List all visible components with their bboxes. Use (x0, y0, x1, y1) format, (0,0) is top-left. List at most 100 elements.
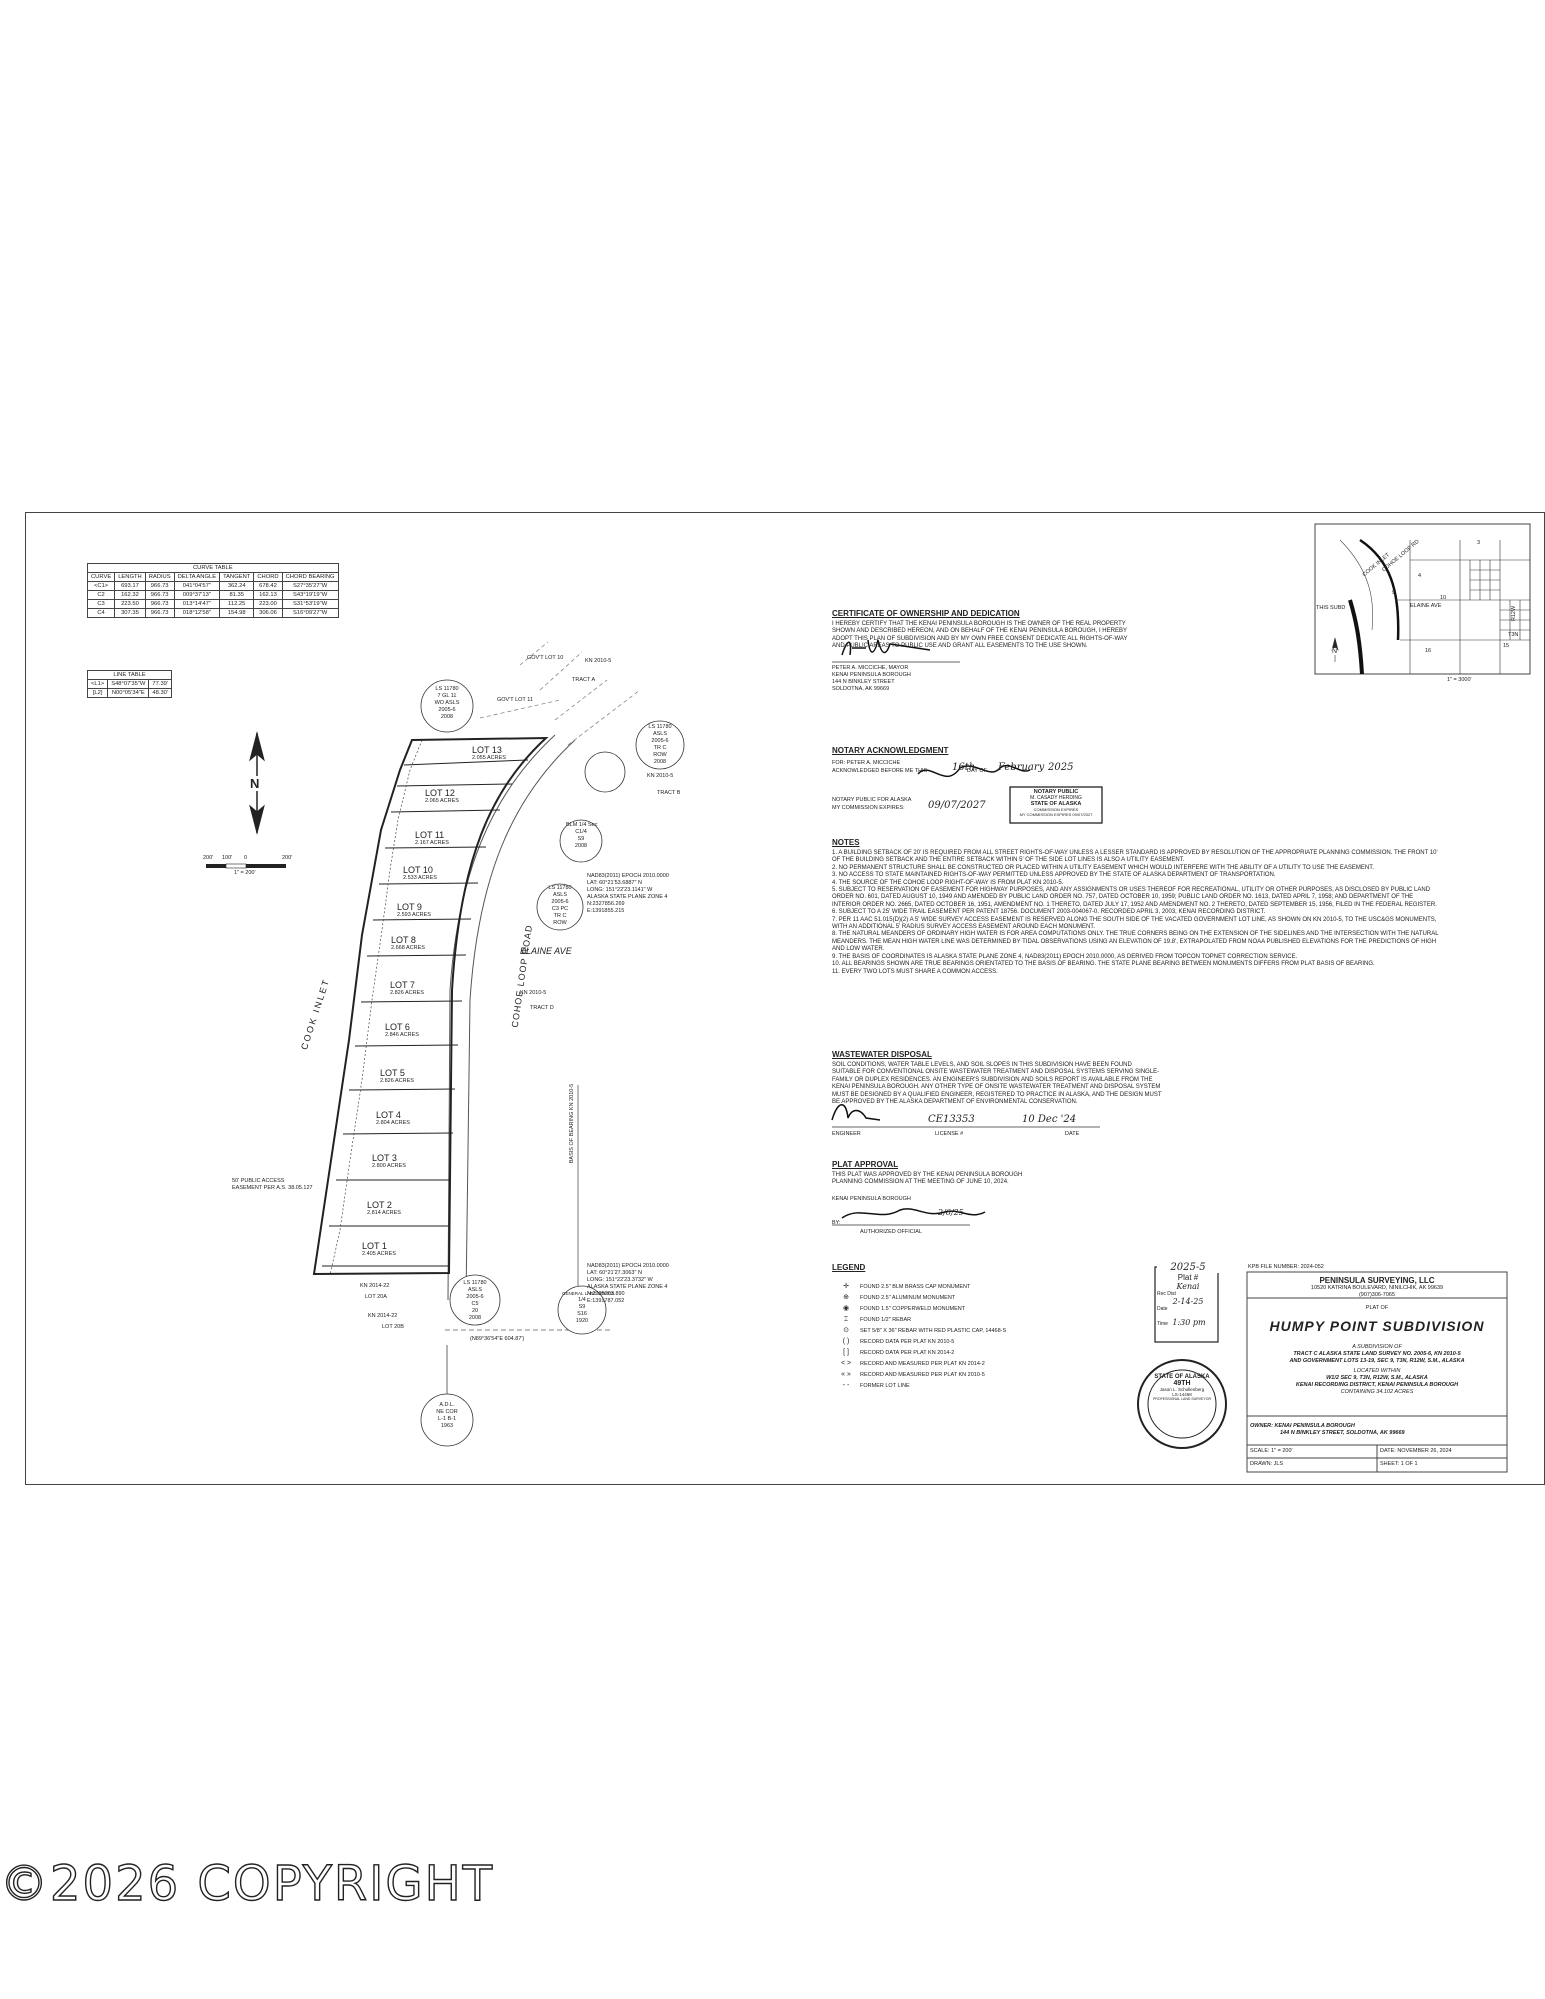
legend-item: - -FORMER LOT LINE (842, 1382, 910, 1389)
legend-item: ⊙SET 5/8" X 36" REBAR WITH RED PLASTIC C… (843, 1327, 1007, 1334)
legend-item: [ ]RECORD DATA PER PLAT KN 2014-2 (843, 1349, 955, 1356)
plat-approval-text: THIS PLAT WAS APPROVED BY THE KENAI PENI… (832, 1172, 1023, 1186)
cohoe-loop-road-east-line (465, 739, 576, 1301)
notary-year: 2025 (1048, 762, 1074, 773)
curve-cell: 041°04'57" (173, 581, 221, 591)
engineer-label: ENGINEER (832, 1131, 861, 1137)
curve-cell: 018°12'58" (173, 608, 221, 618)
legend-title: LEGEND (832, 1263, 866, 1272)
tract-a-label: TRACT A (572, 677, 596, 683)
notary-day-of: DAY OF (967, 768, 987, 774)
plat-name: HUMPY POINT SUBDIVISION (1269, 1318, 1485, 1334)
curve-cell: 162.32 (114, 590, 146, 600)
plat-ref-label: KN 2014-22 (368, 1313, 398, 1319)
legend-item: ⌶FOUND 1/2" REBAR (843, 1316, 912, 1323)
monument-circles (420, 679, 685, 1447)
wastewater-license: CE13353 (928, 1114, 975, 1125)
curve-cell: 307.35 (114, 608, 146, 618)
curve-cell: 81.35 (219, 590, 255, 600)
vicinity-range: R12W (1511, 605, 1518, 622)
curve-header: TANGENT (219, 572, 255, 582)
plat-ref-label: KN 2010-5 (647, 773, 674, 779)
legend-item: < >RECORD AND MEASURED PER PLAT KN 2014-… (840, 1360, 985, 1367)
curve-cell: C3 (86, 599, 116, 609)
scale-label: 200' (203, 855, 214, 861)
certificate-title: CERTIFICATE OF OWNERSHIP AND DEDICATION (832, 609, 1020, 618)
curve-cell: 693.17 (114, 581, 146, 591)
title-block-lines (1246, 1271, 1508, 1473)
curve-header: LENGTH (114, 572, 146, 582)
vicinity-elaine-ave: ELAINE AVE (1410, 603, 1442, 609)
curve-cell: 966.73 (144, 581, 175, 591)
notary-public-for: NOTARY PUBLIC FOR ALASKA (832, 797, 912, 803)
curve-cell: <C1> (86, 581, 116, 591)
note-item: 9. THE BASIS OF COORDINATES IS ALASKA ST… (832, 953, 1298, 960)
curve-cell: C4 (86, 608, 116, 618)
curve-table: CURVE TABLE CURVE LENGTH RADIUS DELTA AN… (86, 563, 339, 618)
notary-day: 16th (952, 762, 976, 773)
subdivision-boundary (312, 736, 549, 1276)
certificate-text: I HEREBY CERTIFY THAT THE KENAI PENINSUL… (832, 621, 1128, 650)
curve-cell: 306.06 (253, 608, 283, 618)
curve-header: CHORD (253, 572, 283, 582)
curve-cell: 966.73 (144, 599, 175, 609)
wastewater-text: SOIL CONDITIONS, WATER TABLE LEVELS, AND… (832, 1062, 1162, 1106)
plat-approval-borough: KENAI PENINSULA BOROUGH (832, 1196, 911, 1202)
curve-cell: S31°53'19"W (281, 599, 339, 609)
seal-text: STATE OF ALASKA 49TH Jason L. Schollenbe… (1153, 1374, 1211, 1401)
line-cell: 77.39' (148, 679, 173, 689)
scale-ratio: 1" = 200' (234, 870, 256, 876)
vicinity-this-subd: THIS SUBD (1316, 605, 1346, 611)
nad83-coordinate-block: NAD83(2011) EPOCH 2010.0000 LAT: 60°21'5… (587, 873, 669, 914)
legend-item: ◉FOUND 1.5" COPPERWELD MONUMENT (842, 1305, 966, 1312)
signature-marks (831, 639, 1031, 1219)
plat-approval-title: PLAT APPROVAL (832, 1160, 899, 1169)
plat-approval-official: AUTHORIZED OFFICIAL (860, 1229, 923, 1235)
vicinity-section: 4 (1418, 573, 1422, 579)
license-label: LICENSE # (935, 1131, 964, 1137)
company-block: PENINSULA SURVEYING, LLC 10520 KATRINA B… (1310, 1276, 1444, 1298)
scale-bar-graphic (206, 863, 286, 869)
vicinity-section: 16 (1425, 648, 1432, 654)
curve-header: RADIUS (144, 572, 175, 582)
plat-approval-by: BY: (832, 1220, 841, 1226)
curve-cell: 678.42 (253, 581, 283, 591)
owner-block: OWNER: KENAI PENINSULA BOROUGH 144 N BIN… (1250, 1423, 1405, 1436)
plat-sheet (25, 512, 1545, 1485)
tract-d-label: TRACT D (530, 1005, 554, 1011)
note-item: 1. A BUILDING SETBACK OF 20' IS REQUIRED… (832, 850, 1438, 864)
plat-title-block: PLAT OF HUMPY POINT SUBDIVISION A SUBDIV… (1247, 1305, 1507, 1396)
notary-title: NOTARY ACKNOWLEDGMENT (832, 746, 949, 755)
nad83-coordinate-block: NAD83(2011) EPOCH 2010.0000 LAT: 60°21'2… (587, 1263, 669, 1304)
curve-cell: C2 (86, 590, 116, 600)
notary-stamp-box (1009, 786, 1103, 824)
legend-item: ⊕FOUND 2.5" ALUMINUM MONUMENT (843, 1294, 956, 1301)
notary-expires: 09/07/2027 (928, 800, 986, 811)
curve-header: CHORD BEARING (281, 572, 339, 582)
curve-cell: S16°09'27"W (281, 608, 339, 618)
legend-item: ✛FOUND 2.5" BLM BRASS CAP MONUMENT (843, 1283, 971, 1290)
vicinity-section: 10 (1440, 595, 1447, 601)
sheet-field: SHEET: 1 OF 1 (1380, 1461, 1418, 1467)
note-item: 5. SUBJECT TO RESERVATION OF EASEMENT FO… (832, 887, 1437, 908)
line-table-title: LINE TABLE (86, 670, 173, 680)
curve-cell: S43°19'19"W (281, 590, 339, 600)
